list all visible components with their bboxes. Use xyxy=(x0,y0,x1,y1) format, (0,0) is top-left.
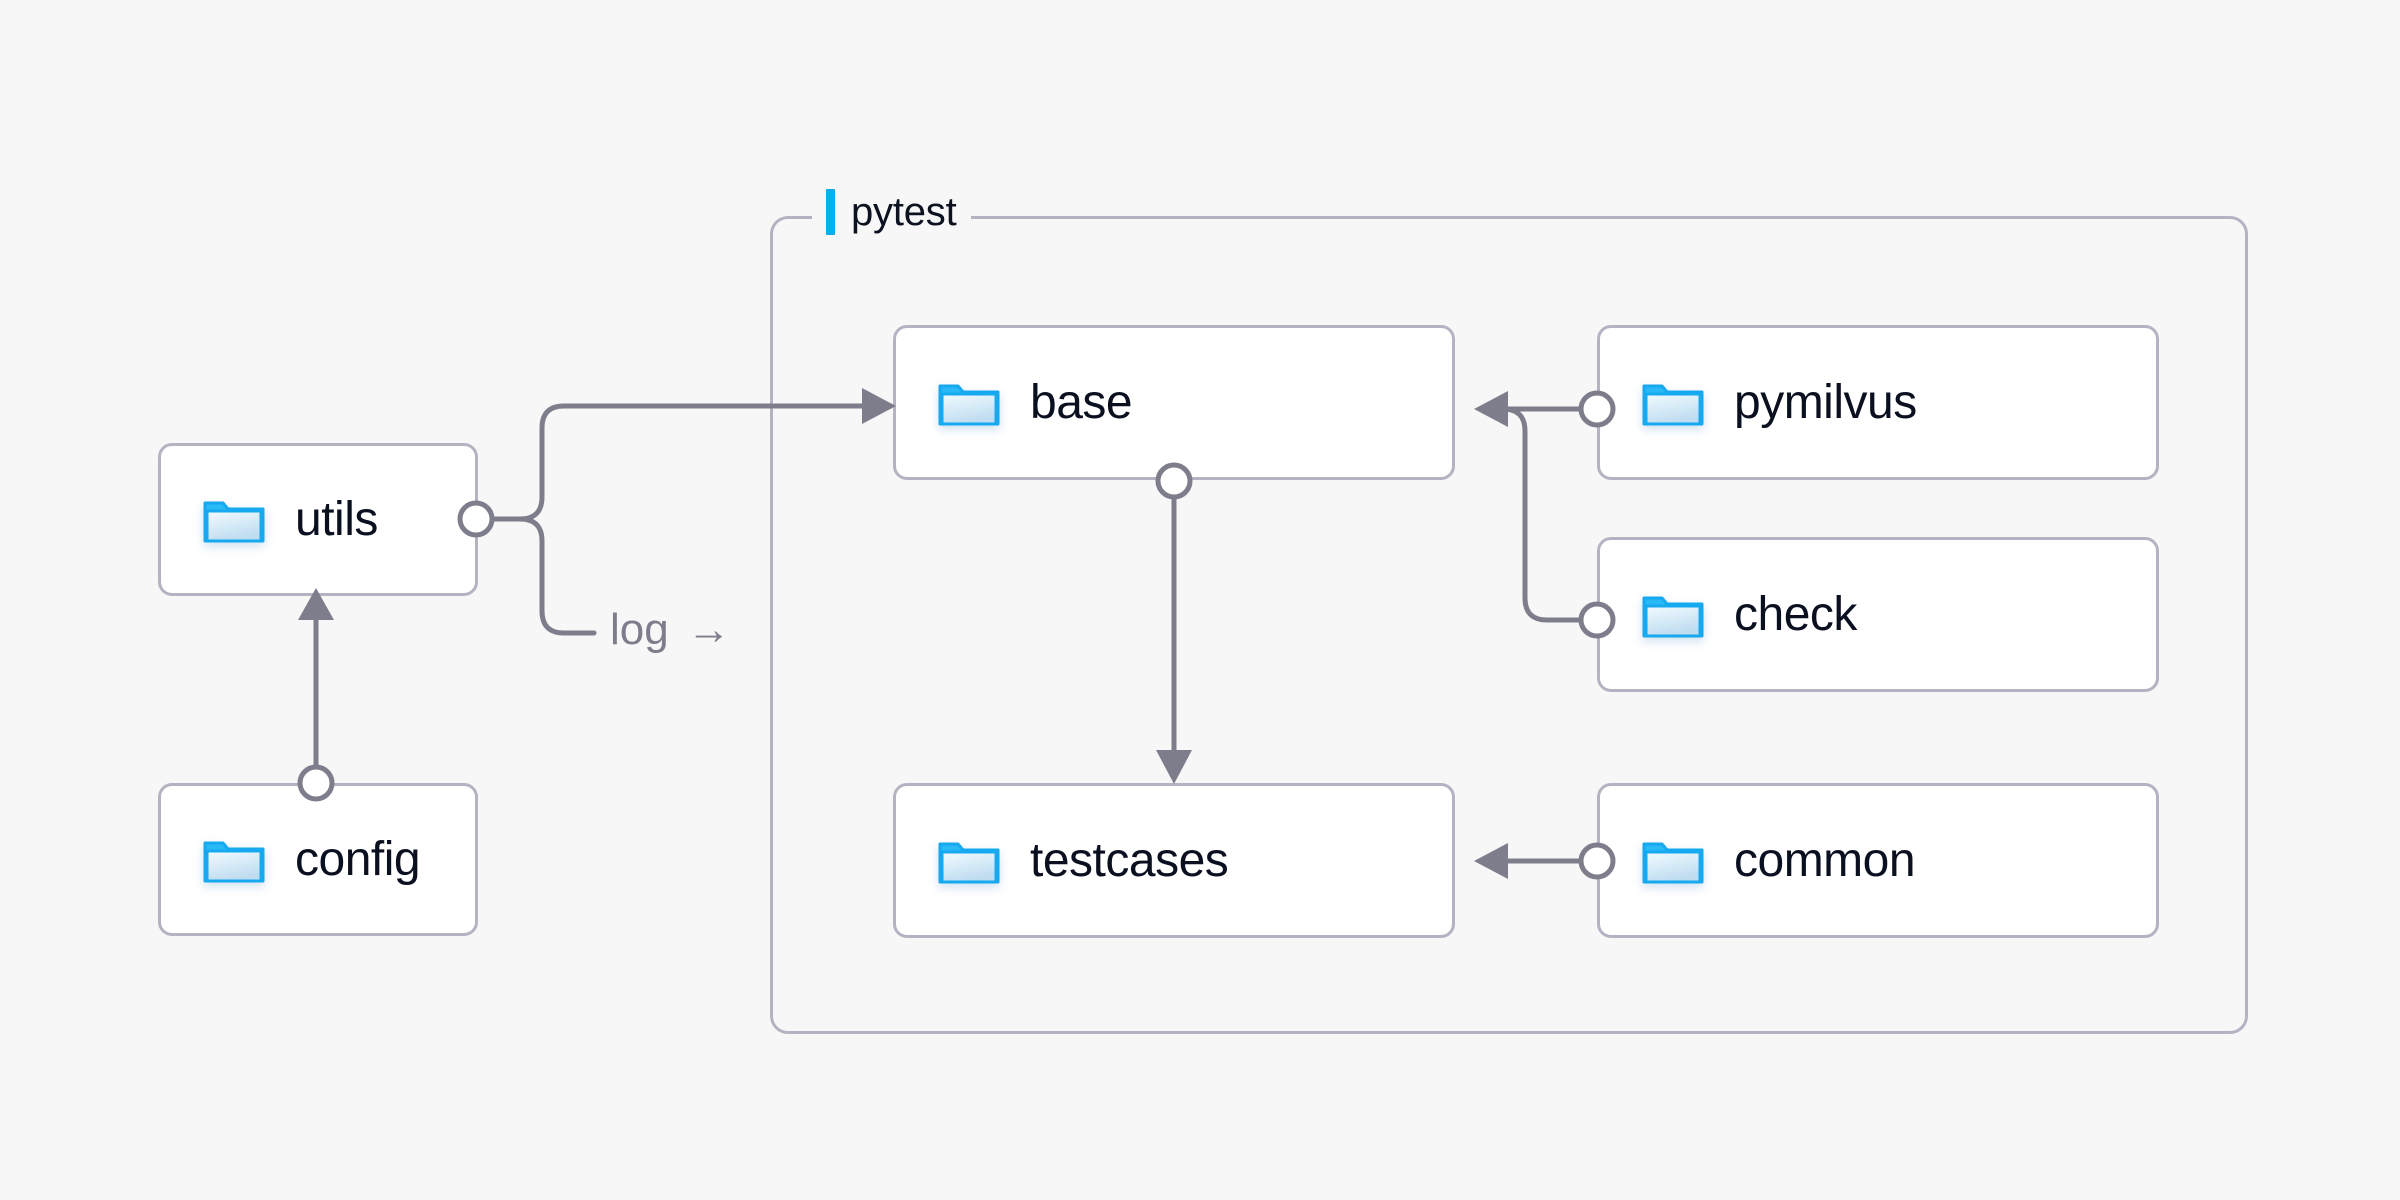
node-pymilvus[interactable]: pymilvus xyxy=(1597,325,2159,480)
edge-label-log-text: log xyxy=(610,605,669,654)
node-base[interactable]: base xyxy=(893,325,1455,480)
edge-utils-log xyxy=(517,516,597,636)
edge-label-log: log → xyxy=(600,608,741,652)
node-testcases[interactable]: testcases xyxy=(893,783,1455,938)
node-testcases-label: testcases xyxy=(1030,833,1229,887)
node-utils-label: utils xyxy=(295,492,378,546)
folder-icon xyxy=(938,842,1000,883)
node-common-label: common xyxy=(1734,833,1916,887)
folder-icon xyxy=(1642,384,1704,425)
folder-icon xyxy=(1642,596,1704,637)
node-pymilvus-label: pymilvus xyxy=(1734,375,1917,429)
node-check[interactable]: check xyxy=(1597,537,2159,692)
arrow-right-icon: → xyxy=(686,605,731,654)
group-label-text: pytest xyxy=(851,190,957,234)
folder-icon xyxy=(1642,842,1704,883)
folder-icon xyxy=(203,841,265,882)
node-check-label: check xyxy=(1734,587,1857,641)
edge-config-utils xyxy=(298,588,334,771)
folder-icon xyxy=(938,384,1000,425)
node-config-label: config xyxy=(295,832,421,886)
group-accent-bar xyxy=(826,189,835,235)
node-base-label: base xyxy=(1030,375,1133,429)
node-common[interactable]: common xyxy=(1597,783,2159,938)
node-utils[interactable]: utils xyxy=(158,443,478,596)
folder-icon xyxy=(203,501,265,542)
node-config[interactable]: config xyxy=(158,783,478,936)
group-pytest-label: pytest xyxy=(812,184,971,240)
group-pytest[interactable] xyxy=(770,216,2248,1034)
